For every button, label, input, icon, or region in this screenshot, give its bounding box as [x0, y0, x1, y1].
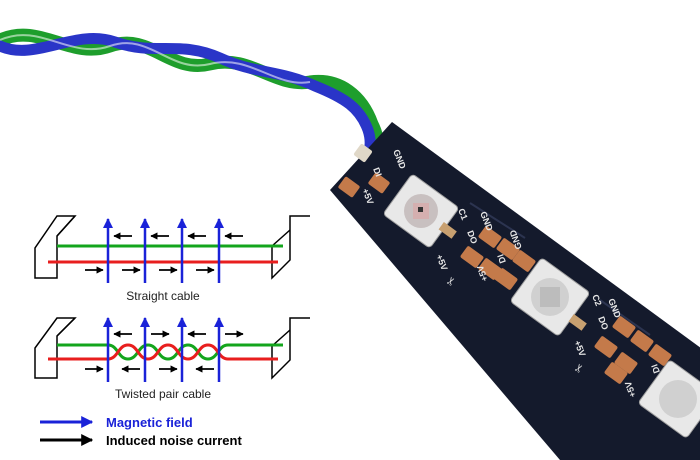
pcb-label-di: DI — [371, 166, 384, 178]
twisted-cable — [0, 28, 384, 167]
pcb-label-di: DI — [495, 253, 507, 265]
pcb-label-c2: C2 — [590, 293, 604, 307]
led-strip: GND DI +5V C1 GND DO +5V GND DI +5V C2 G… — [330, 122, 700, 460]
twisted-pair-diagram: Twisted pair cable — [34, 317, 310, 401]
pcb-label-do: DO — [596, 315, 610, 331]
pcb-label-c1: C1 — [456, 207, 470, 221]
legend: Magnetic field Induced noise current — [40, 415, 242, 448]
led-chip-3 — [638, 360, 700, 438]
pcb-label-do: DO — [465, 229, 479, 245]
solder-pad — [354, 144, 372, 162]
straight-cable-caption: Straight cable — [126, 289, 200, 303]
twisted-pair-caption: Twisted pair cable — [115, 387, 211, 401]
pcb-label-di: DI — [649, 363, 661, 375]
straight-cable-diagram: Straight cable — [34, 215, 310, 303]
pcb-board — [330, 122, 700, 460]
solder-pad — [338, 176, 360, 198]
capacitor-c1 — [438, 222, 457, 239]
capacitor-c2 — [568, 314, 587, 331]
legend-induced-noise: Induced noise current — [106, 433, 242, 448]
solder-pad — [368, 172, 390, 194]
green-wire — [57, 343, 283, 361]
red-wire — [48, 343, 278, 361]
legend-magnetic-field: Magnetic field — [106, 415, 193, 430]
